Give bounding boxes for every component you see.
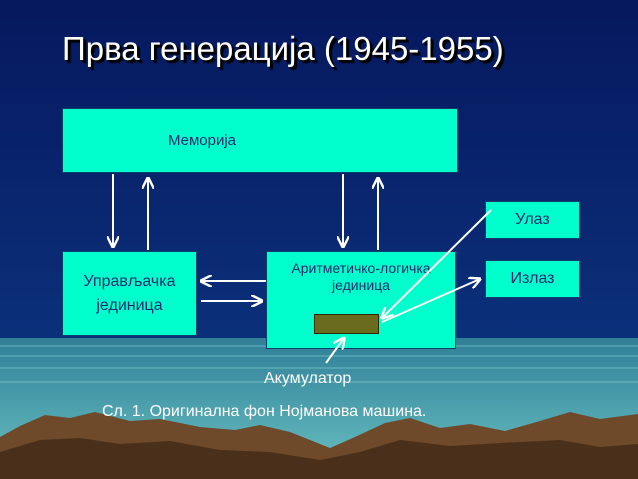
accumulator-register [314,314,379,334]
slide-title: Прва генерација (1945-1955) [62,30,504,67]
output-label: Излаз [510,270,555,287]
memory-label: Меморија [167,132,237,149]
accumulator-label: Акумулатор [264,370,352,387]
memory-box: Меморија [62,108,458,173]
alu-label-line2: јединица [332,277,390,293]
input-label: Улаз [515,211,550,228]
input-box: Улаз [485,201,580,239]
figure-caption: Сл. 1. Оригинална фон Нојманова машина. [102,403,427,420]
output-box: Излаз [485,260,580,298]
arrow-input-to-accumulator [382,209,492,318]
control-unit-box: Управљачка јединица [62,251,197,336]
control-unit-label-line2: јединица [96,296,163,314]
arrow-accumulator-to-output [381,279,480,323]
alu-label-line1: Аритметичко-логичка [291,260,431,276]
control-unit-label-line1: Управљачка [83,272,176,290]
arrow-label-to-accumulator [325,338,344,364]
